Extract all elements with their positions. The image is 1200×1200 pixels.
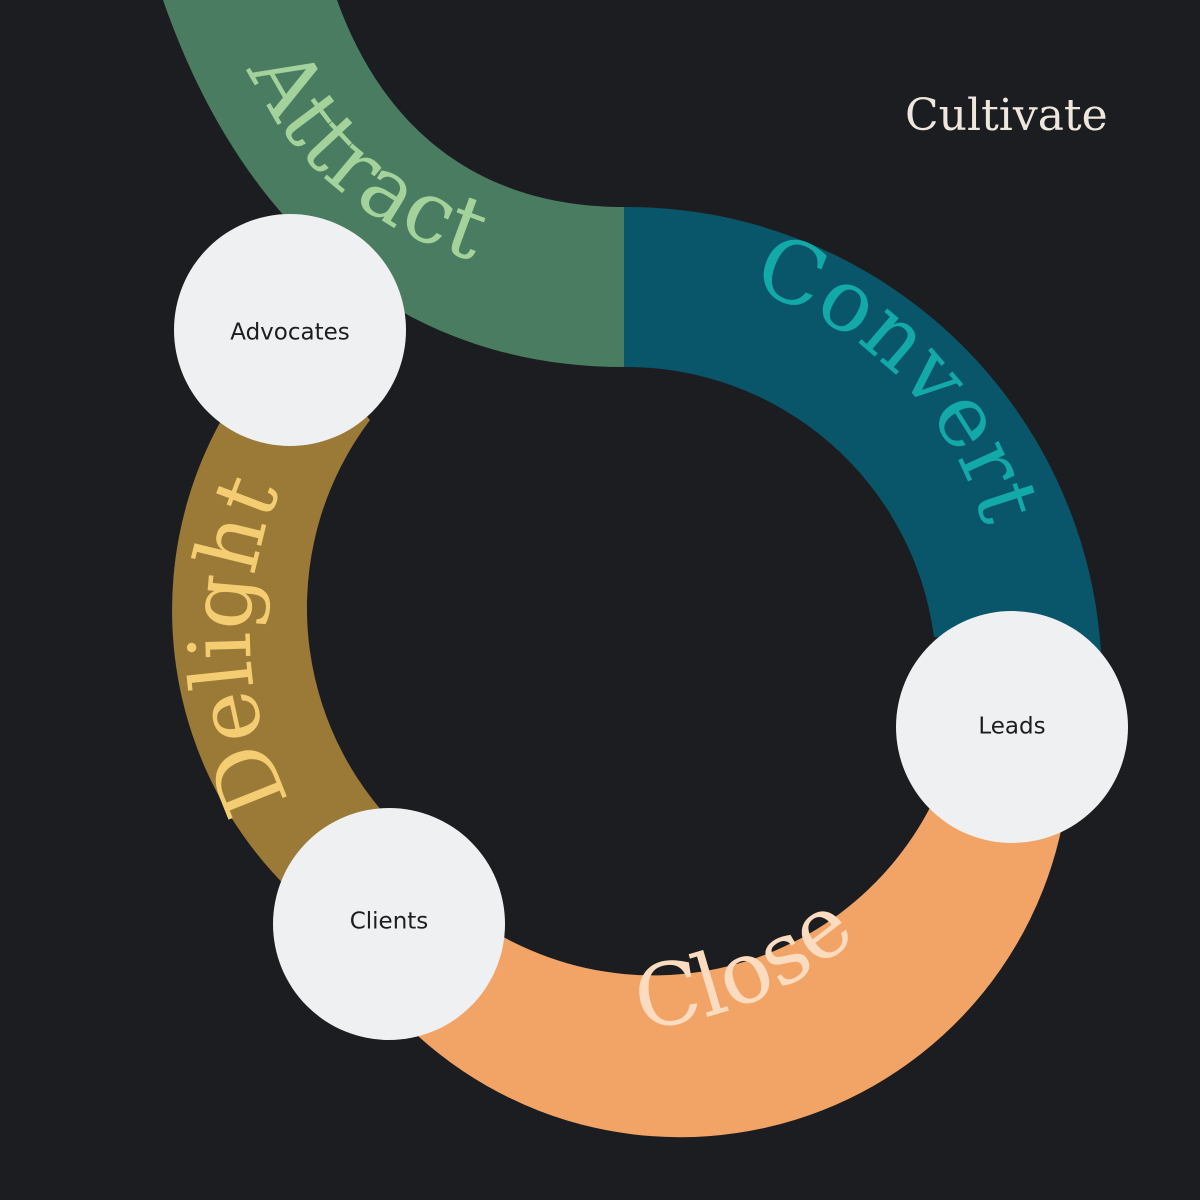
close-band [360,760,1065,1138]
convert-band [624,206,1101,652]
delight-band [172,330,390,900]
attract-band [163,0,624,367]
leads-label: Leads [978,714,1045,740]
advocates-label: Advocates [230,320,350,346]
clients-node: Clients [273,808,505,1040]
clients-label: Clients [350,909,429,935]
cultivate-logo: Cultivate [905,90,1108,141]
leads-node: Leads [896,611,1128,843]
advocates-node: Advocates [174,214,406,446]
